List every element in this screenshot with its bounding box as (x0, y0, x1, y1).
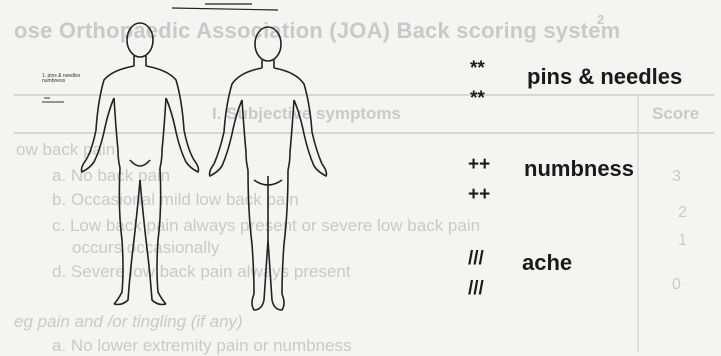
background-title-superscript: 2 (597, 12, 604, 27)
legend-symbol-ache: /// (468, 248, 484, 270)
background-score-header: Score (652, 104, 699, 124)
legend-symbol-numbness: ++ (468, 184, 490, 206)
legend-symbol-ache: /// (468, 278, 484, 300)
legend-symbol-pins: ** (470, 58, 485, 80)
legend-symbol-numbness: ++ (468, 154, 490, 176)
background-score: 2 (678, 204, 687, 222)
legend-label-pins-needles: pins & needles (527, 64, 682, 90)
background-score: 3 (672, 168, 681, 186)
table-column-rule (637, 96, 639, 352)
background-score: 1 (678, 232, 687, 250)
legend-label-ache: ache (522, 250, 572, 276)
legend-label-numbness: numbness (524, 156, 634, 182)
front-body-figure (82, 23, 199, 305)
figure-label-left: 1. pins & needles numbness (42, 74, 82, 84)
legend-symbol-pins: ** (470, 88, 485, 110)
body-chart-figures (0, 0, 400, 352)
back-body-figure (210, 27, 327, 310)
background-score: 0 (672, 276, 681, 294)
